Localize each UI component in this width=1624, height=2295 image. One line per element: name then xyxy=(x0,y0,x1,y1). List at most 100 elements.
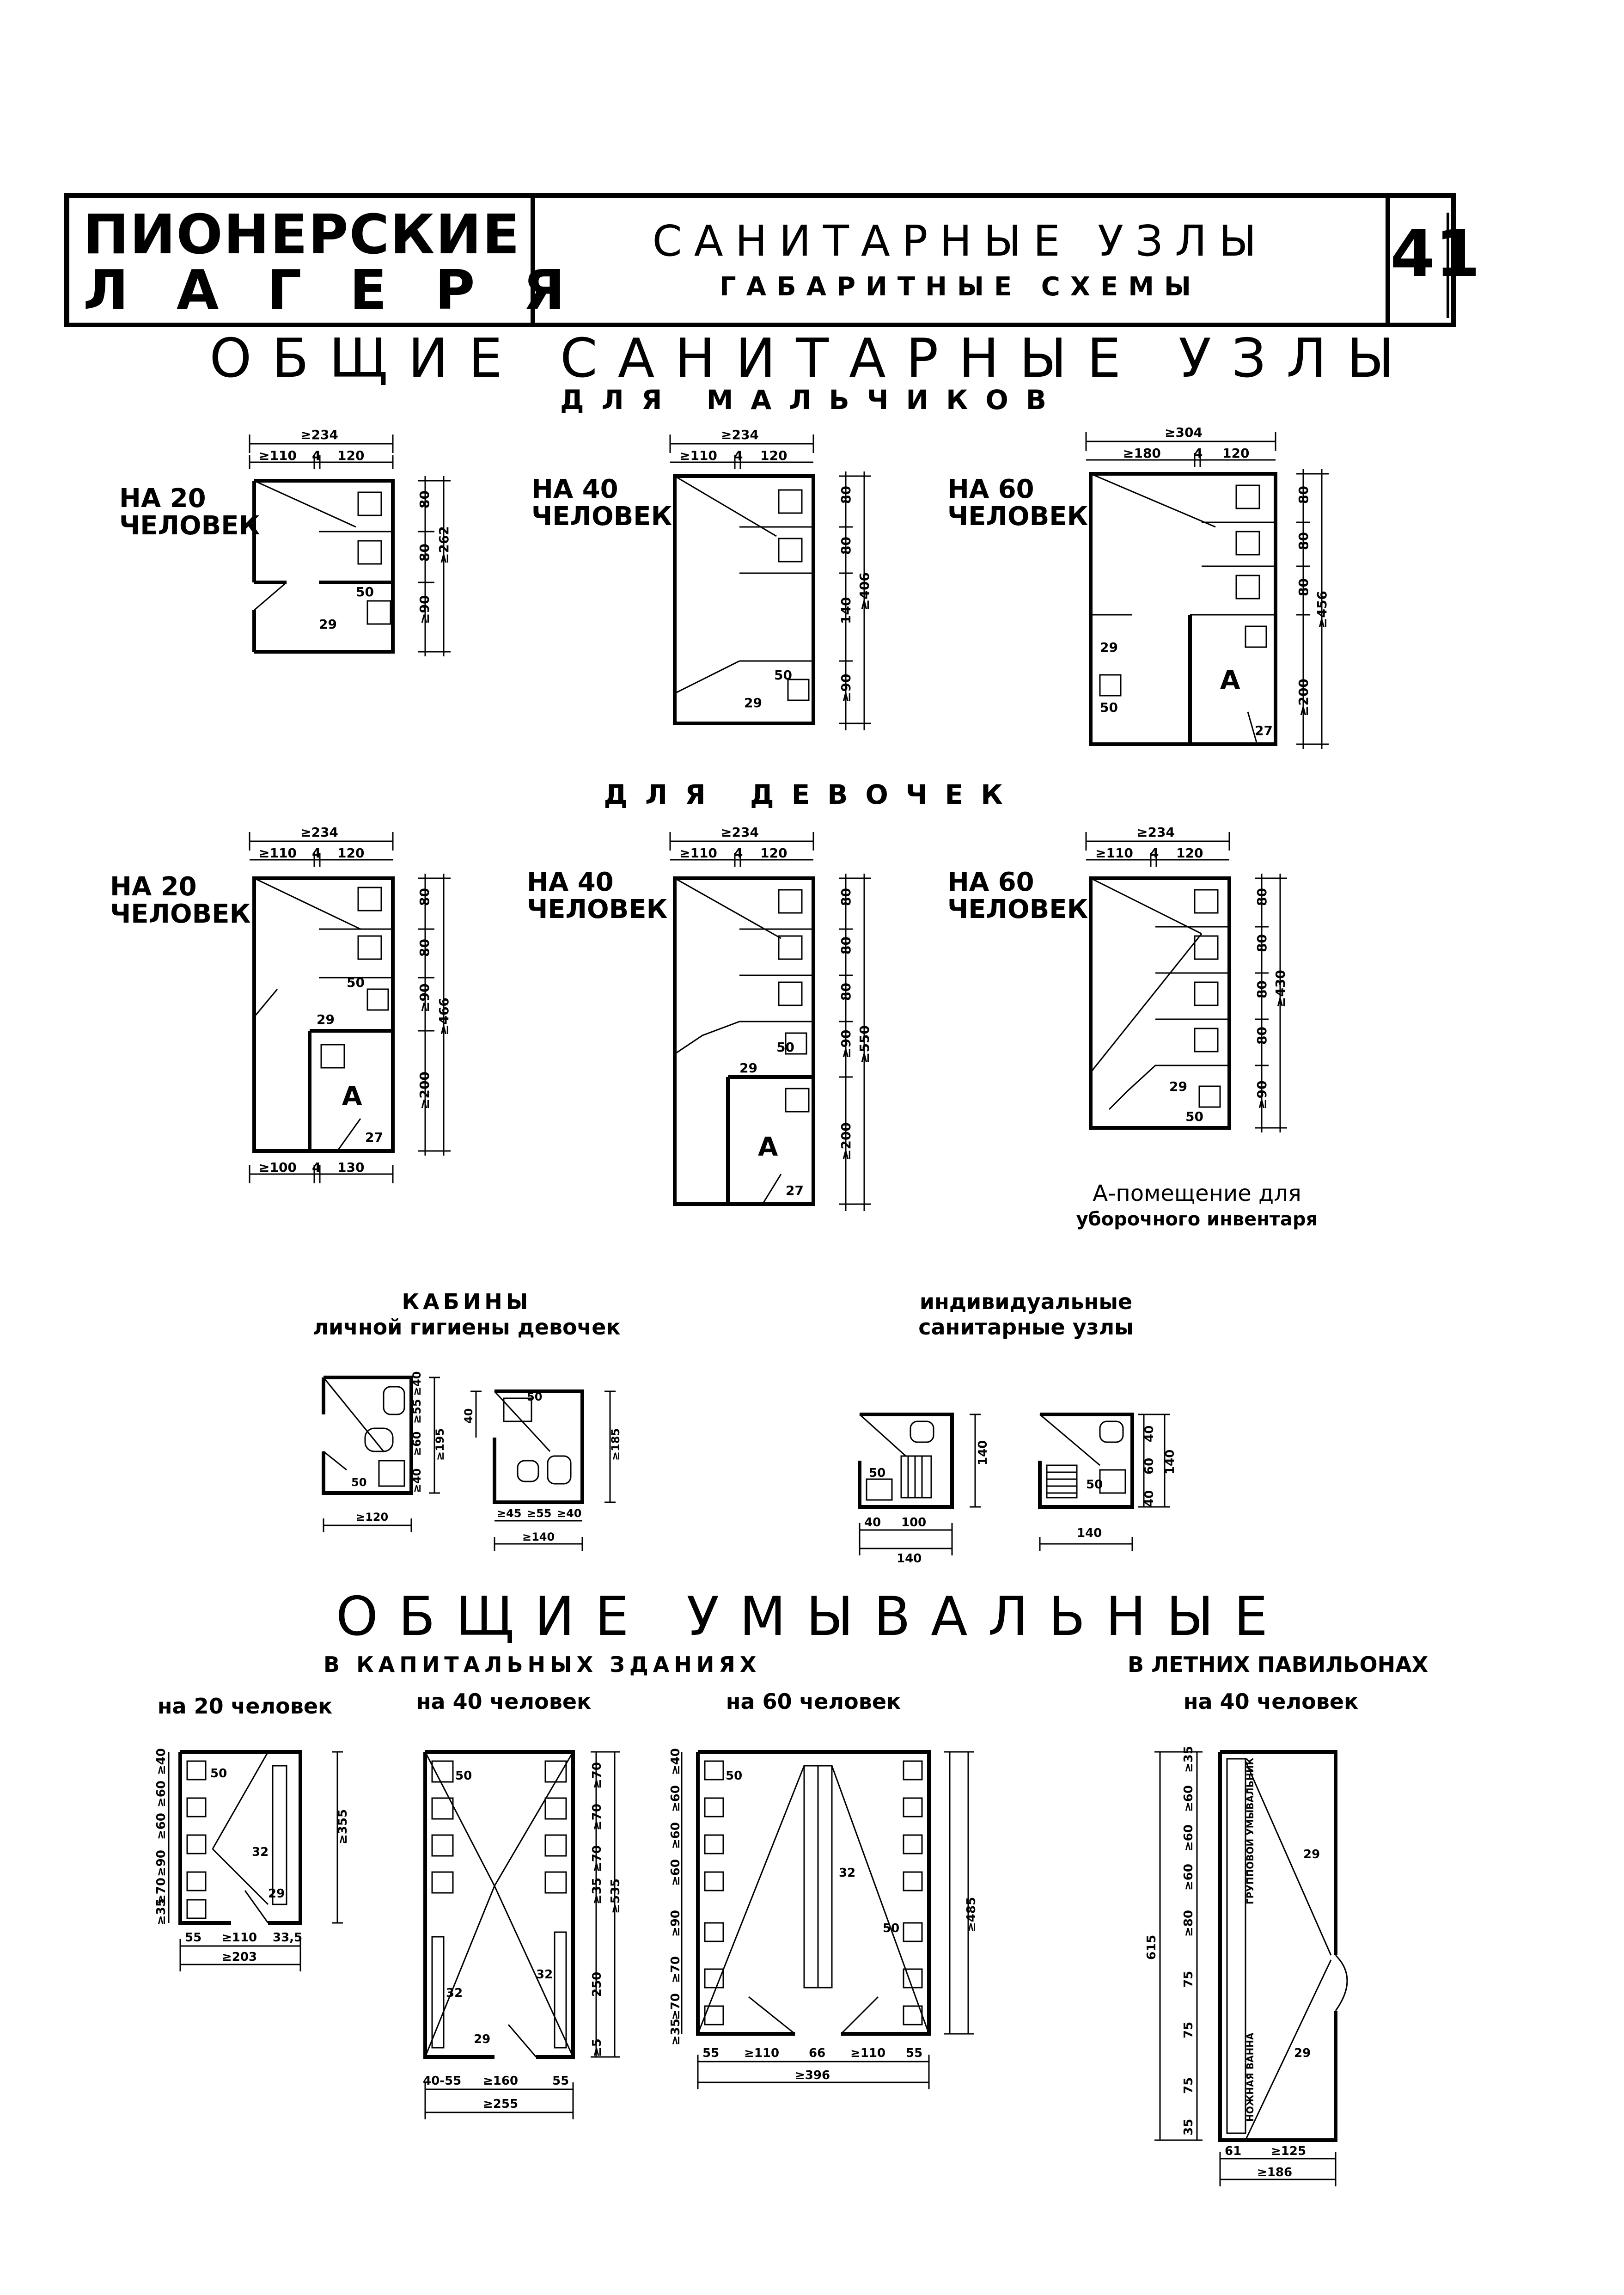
dim-side: ≥70 xyxy=(669,1993,683,2020)
fixture-label: 32 xyxy=(446,1986,463,2000)
dim-side: ≥60 xyxy=(669,1785,683,1812)
dim-side: 140 xyxy=(838,597,854,624)
dim-bottom-total: 140 xyxy=(897,1552,922,1566)
dim-side: 40 xyxy=(1142,1426,1156,1442)
dim-side: ≥90 xyxy=(1254,1081,1270,1109)
topic-cell: САНИТАРНЫЕ УЗЛЫ ГАБАРИТНЫЕ СХЕМЫ xyxy=(535,198,1390,323)
dim-bottom-total: ≥140 xyxy=(522,1530,555,1543)
fixture-label: 29 xyxy=(744,695,762,710)
dim-side: ≥70 xyxy=(590,1804,604,1830)
washroom-plan-40: 50 32 32 29 ≥70 ≥70 ≥70 ≥35 250 ≥5 ≥535 … xyxy=(402,1738,642,2165)
dim-bottom: ≥55 xyxy=(527,1507,552,1520)
dim-side: ≥60 xyxy=(1182,1824,1196,1851)
dim-bottom: 100 xyxy=(901,1516,926,1530)
inner-label: ГРУППОВОЙ УМЫВАЛЬНИК xyxy=(1245,1757,1256,1904)
floor-plan-boys-60: ≥304 ≥180 4 120 29 50 А 27 80 80 80 ≥200… xyxy=(1063,416,1359,769)
dim-side: 80 xyxy=(1296,486,1311,504)
fixture-label: 50 xyxy=(1100,700,1118,715)
dim-side: ≥60 xyxy=(154,1813,168,1840)
summer-title: В ЛЕТНИХ ПАВИЛЬОНАХ xyxy=(1128,1652,1429,1677)
washroom-plan-summer-40: 29 29 ГРУППОВОЙ УМЫВАЛЬНИК НОЖНАЯ ВАННА … xyxy=(1118,1738,1377,2202)
note-line2: уборочного инвентаря xyxy=(1076,1209,1318,1230)
dim-top-total: ≥234 xyxy=(1137,825,1175,840)
dim-side-total: 140 xyxy=(976,1440,990,1465)
fixture-label: 50 xyxy=(455,1769,472,1783)
fixture-label: 32 xyxy=(252,1845,269,1859)
fixture-label: 29 xyxy=(1169,1079,1187,1094)
dim-bottom-total: 140 xyxy=(1077,1526,1102,1540)
dim-side: 40 xyxy=(1142,1490,1156,1507)
dim-side: 80 xyxy=(838,537,854,555)
plan-label: НА 40 ЧЕЛОВЕК xyxy=(531,474,672,532)
dim-side: ≥40 xyxy=(410,1468,423,1493)
dim-side: 35 xyxy=(1182,2119,1196,2136)
individual-title-line2: санитарные узлы xyxy=(918,1315,1134,1340)
dim-side-total: ≥456 xyxy=(1314,591,1330,629)
floor-plan-boys-20: ≥234 ≥110 4 120 50 29 80 80 ≥90 ≥262 xyxy=(231,416,481,677)
fixture-label: 29 xyxy=(474,2032,490,2046)
dim-side: 80 xyxy=(838,486,854,504)
hygiene-cabin-a: 50 ≥120 ≥40 ≥60 ≥55 ≥40 ≥195 xyxy=(305,1368,471,1546)
dim-side: 80 xyxy=(838,983,854,1001)
dim-side: ≥40 xyxy=(410,1371,423,1396)
fixture-label: 32 xyxy=(536,1968,553,1982)
dim-bottom: ≥40 xyxy=(557,1507,582,1520)
dim-bottom: 55 xyxy=(185,1931,201,1945)
topic-subtitle: ГАБАРИТНЫЕ СХЕМЫ xyxy=(719,272,1202,302)
dim-side: 40 xyxy=(462,1408,475,1424)
fixture-label: 29 xyxy=(268,1887,285,1901)
fixture-label: 27 xyxy=(365,1130,383,1145)
fixture-label: А xyxy=(1220,665,1240,695)
dim-top: ≥110 xyxy=(1095,845,1133,861)
plan-label: НА 60 ЧЕЛОВЕК xyxy=(947,867,1088,924)
dim-bottom: ≥110 xyxy=(744,2046,779,2060)
note-line1: А-помещение для xyxy=(1093,1181,1301,1206)
dim-side: ≥35 xyxy=(154,1898,168,1925)
individual-unit-b: 50 40 60 40 140 140 xyxy=(1021,1396,1197,1564)
section-common-title: ОБЩИЕ САНИТАРНЫЕ УЗЛЫ xyxy=(209,327,1415,390)
dim-side: ≥90 xyxy=(838,674,854,703)
dim-side: ≥35 xyxy=(669,2019,683,2045)
dim-side: ≥55 xyxy=(410,1399,423,1424)
dim-side: 80 xyxy=(1254,934,1270,952)
dim-side: 75 xyxy=(1182,2077,1196,2094)
dim-side: 80 xyxy=(1296,532,1311,550)
dim-top-total: ≥234 xyxy=(721,427,759,442)
dim-side-total: ≥535 xyxy=(609,1879,623,1914)
dim-top: ≥110 xyxy=(259,845,297,861)
hygiene-cabin-b: 50 40 ≥185 ≥45 ≥55 ≥40 ≥140 xyxy=(462,1382,642,1569)
plan-label: НА 20 ЧЕЛОВЕК xyxy=(119,483,260,541)
dim-top-total: ≥304 xyxy=(1165,425,1203,440)
dim-bottom: 55 xyxy=(552,2074,569,2088)
dim-side: 80 xyxy=(1296,578,1311,596)
dim-side: 80 xyxy=(417,939,432,957)
dim-top-total: ≥234 xyxy=(721,825,759,840)
series-title-line1: ПИОНЕРСКИЕ xyxy=(83,202,521,266)
dim-side: ≥90 xyxy=(417,595,432,624)
dim-top: ≥110 xyxy=(259,448,297,463)
dim-top: 120 xyxy=(760,448,787,463)
dim-side: ≥35 xyxy=(590,1878,604,1904)
inner-label: НОЖНАЯ ВАННА xyxy=(1245,2032,1256,2122)
fixture-label: 50 xyxy=(776,1040,794,1055)
dim-bottom: ≥160 xyxy=(483,2074,518,2088)
dim-top-total: ≥234 xyxy=(300,825,338,840)
hygiene-title-line2: личной гигиены девочек xyxy=(313,1315,621,1340)
floor-plan-boys-40: ≥234 ≥110 4 120 50 29 80 80 140 ≥90 ≥406 xyxy=(647,416,906,751)
topic-title: САНИТАРНЫЕ УЗЛЫ xyxy=(652,216,1269,266)
fixture-label: 29 xyxy=(1303,1848,1320,1861)
dim-side-total: ≥406 xyxy=(857,572,872,610)
series-title-cell: ПИОНЕРСКИЕ ЛАГЕРЯ xyxy=(69,198,565,323)
wash-plan-label: на 20 человек xyxy=(157,1694,333,1719)
dim-side: ≥70 xyxy=(154,1878,168,1904)
dim-top: ≥180 xyxy=(1123,446,1161,461)
dim-side-total: ≥355 xyxy=(336,1809,350,1844)
dim-bottom: 55 xyxy=(702,2046,719,2060)
plan-label: НА 60 ЧЕЛОВЕК xyxy=(947,474,1088,532)
dim-side-total: ≥466 xyxy=(436,998,452,1035)
dim-side: ≥80 xyxy=(1182,1910,1196,1937)
dim-top: 4 xyxy=(312,448,321,463)
plan-label: НА 40 ЧЕЛОВЕК xyxy=(527,867,668,924)
fixture-label: 29 xyxy=(317,1012,335,1027)
fixture-label: А xyxy=(342,1081,362,1111)
